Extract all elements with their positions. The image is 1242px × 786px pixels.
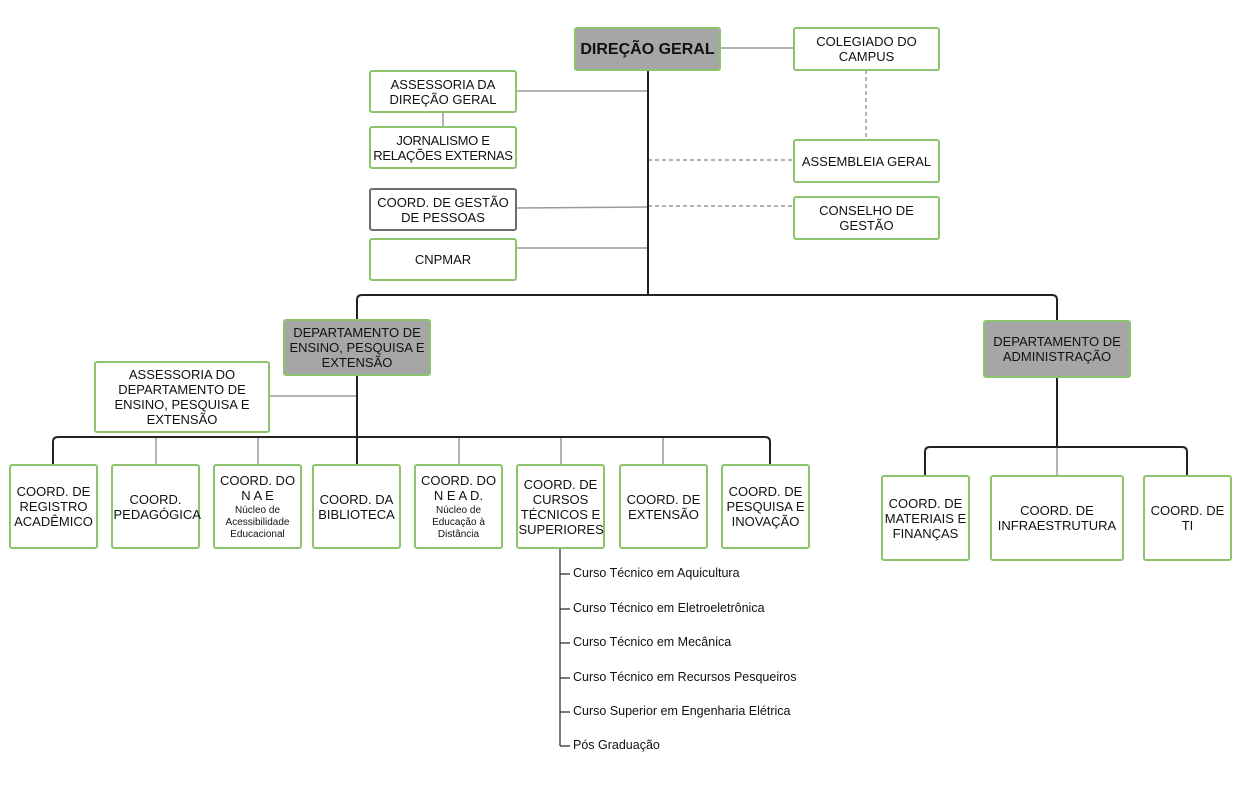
depto-adm-box: DEPARTAMENTO DE ADMINISTRAÇÃO [983, 320, 1131, 378]
coord-label: COORD. DE CURSOS TÉCNICOS E SUPERIORES [518, 476, 604, 537]
assessoria-depto-box: ASSESSORIA DO DEPARTAMENTO DE ENSINO, PE… [94, 361, 270, 433]
course-item: Curso Técnico em Mecânica [573, 635, 732, 649]
direcao-geral-label: DIREÇÃO GERAL [580, 40, 715, 58]
course-item: Curso Técnico em Aquicultura [573, 566, 740, 580]
course-item: Curso Técnico em Recursos Pesqueiros [573, 670, 797, 684]
coord-pedagogica-box: COORD. PEDAGÓGICA [111, 464, 201, 549]
gestao-pessoas-box: COORD. DE GESTÃO DE PESSOAS [369, 188, 517, 231]
cnpmar-label: CNPMAR [414, 252, 472, 267]
colegiado-box: COLEGIADO DO CAMPUS [793, 27, 940, 71]
gestao-pessoas-label: COORD. DE GESTÃO DE PESSOAS [377, 194, 509, 225]
direcao-geral-box: DIREÇÃO GERAL [574, 27, 721, 71]
conselho-box: CONSELHO DE GESTÃO [793, 196, 940, 240]
coord-nead-box: COORD. DO N E A D. Núcleo de Educação à … [414, 464, 503, 549]
coord-label: COORD. PEDAGÓGICA [113, 491, 201, 522]
coord-label: COORD. DE MATERIAIS E FINANÇAS [884, 495, 967, 541]
coord-label: COORD. DE REGISTRO ACADÊMICO [14, 484, 93, 529]
coord-sublabel: Núcleo de Educação à Distância [432, 504, 485, 540]
coord-materiais-box: COORD. DE MATERIAIS E FINANÇAS [881, 475, 970, 561]
coord-label: COORD. DO N A E [219, 472, 296, 503]
coord-cursos-box: COORD. DE CURSOS TÉCNICOS E SUPERIORES [516, 464, 605, 549]
coord-label: COORD. DE TI [1150, 503, 1225, 533]
coord-registro-box: COORD. DE REGISTRO ACADÊMICO [9, 464, 98, 549]
coord-infraestrutura-box: COORD. DE INFRAESTRUTURA [990, 475, 1124, 561]
assembleia-box: ASSEMBLEIA GERAL [793, 139, 940, 183]
course-item: Pós Graduação [573, 738, 660, 752]
coord-label: COORD. DA BIBLIOTECA [318, 491, 395, 522]
conselho-label: CONSELHO DE GESTÃO [819, 203, 914, 233]
coord-label: COORD. DE PESQUISA E INOVAÇÃO [726, 484, 805, 529]
coord-extensao-box: COORD. DE EXTENSÃO [619, 464, 708, 549]
depto-adm-label: DEPARTAMENTO DE ADMINISTRAÇÃO [993, 334, 1121, 364]
jornalismo-label: JORNALISMO E RELAÇÕES EXTERNAS [373, 132, 513, 163]
assessoria-direcao-box: ASSESSORIA DA DIREÇÃO GERAL [369, 70, 517, 113]
coord-label: COORD. DE EXTENSÃO [626, 491, 701, 522]
coord-label: COORD. DO N E A D. [420, 472, 497, 503]
coord-nae-box: COORD. DO N A E Núcleo de Acessibilidade… [213, 464, 302, 549]
depto-ensino-box: DEPARTAMENTO DE ENSINO, PESQUISA E EXTEN… [283, 319, 431, 376]
coord-sublabel: Núcleo de Acessibilidade Educacional [225, 504, 290, 540]
coord-ti-box: COORD. DE TI [1143, 475, 1232, 561]
assessoria-direcao-label: ASSESSORIA DA DIREÇÃO GERAL [389, 76, 497, 107]
assembleia-label: ASSEMBLEIA GERAL [801, 153, 932, 169]
colegiado-label: COLEGIADO DO CAMPUS [816, 34, 917, 64]
coord-pesquisa-box: COORD. DE PESQUISA E INOVAÇÃO [721, 464, 810, 549]
assessoria-depto-label: ASSESSORIA DO DEPARTAMENTO DE ENSINO, PE… [114, 367, 250, 427]
jornalismo-box: JORNALISMO E RELAÇÕES EXTERNAS [369, 126, 517, 169]
course-item: Curso Superior em Engenharia Elétrica [573, 704, 791, 718]
coord-label: COORD. DE INFRAESTRUTURA [997, 503, 1117, 533]
cnpmar-box: CNPMAR [369, 238, 517, 281]
course-item: Curso Técnico em Eletroeletrônica [573, 601, 765, 615]
coord-biblioteca-box: COORD. DA BIBLIOTECA [312, 464, 401, 549]
depto-ensino-label: DEPARTAMENTO DE ENSINO, PESQUISA E EXTEN… [289, 325, 425, 370]
